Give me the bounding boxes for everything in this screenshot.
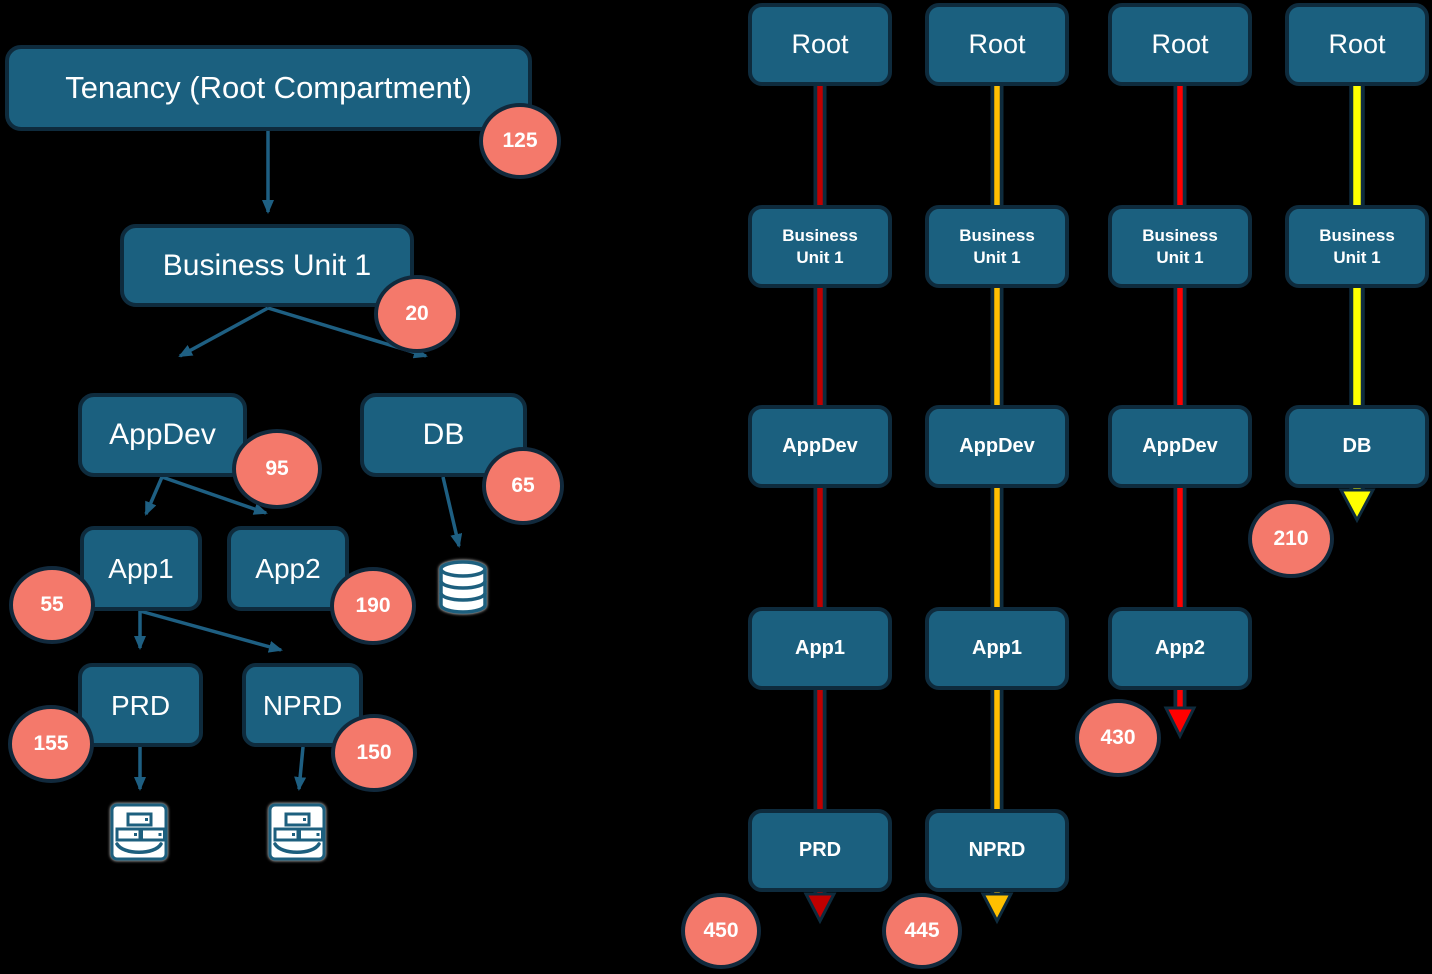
count-badge: 190	[330, 567, 416, 645]
column-node-app1: App1	[925, 607, 1069, 690]
column-lines	[803, 60, 1376, 925]
count-badge: 55	[9, 566, 95, 644]
node-tenancy-root-compartment: Tenancy (Root Compartment)	[5, 45, 532, 131]
column-node-root: Root	[748, 3, 892, 86]
column-node-db: DB	[1285, 405, 1429, 488]
column-node-app1: App1	[748, 607, 892, 690]
edge-appdev-app1	[144, 476, 164, 516]
node-app2: App2	[227, 526, 349, 611]
count-badge: 450	[681, 893, 761, 969]
column-node-appdev: AppDev	[748, 405, 892, 488]
column-arrowhead	[1338, 488, 1376, 524]
column-node-business-unit-1: Business Unit 1	[748, 205, 892, 288]
count-badge: 95	[232, 429, 322, 509]
column-node-nprd: NPRD	[925, 809, 1069, 892]
column-node-root: Root	[925, 3, 1069, 86]
column-arrowhead	[980, 892, 1014, 925]
workload-icon	[268, 803, 326, 861]
column-node-appdev: AppDev	[1108, 405, 1252, 488]
column-node-root: Root	[1108, 3, 1252, 86]
column-node-business-unit-1: Business Unit 1	[1108, 205, 1252, 288]
count-badge: 65	[482, 447, 564, 525]
edge-app1-nprd	[139, 609, 283, 653]
count-badge: 155	[8, 705, 94, 783]
column-node-app2: App2	[1108, 607, 1252, 690]
node-app1: App1	[80, 526, 202, 611]
database-icon	[439, 560, 487, 614]
edge-bu1-appdev	[178, 306, 269, 358]
edge-appdev-app2	[161, 475, 268, 515]
count-badge: 210	[1248, 500, 1334, 578]
count-badge: 125	[479, 103, 561, 179]
column-node-business-unit-1: Business Unit 1	[925, 205, 1069, 288]
edge-nprd-workload	[294, 746, 307, 791]
workload-icon	[110, 803, 168, 861]
column-node-business-unit-1: Business Unit 1	[1285, 205, 1429, 288]
node-business-unit-1: Business Unit 1	[120, 224, 414, 307]
node-appdev: AppDev	[78, 393, 247, 477]
column-arrowhead	[803, 892, 837, 925]
count-badge: 445	[882, 893, 962, 969]
node-prd: PRD	[78, 663, 203, 747]
count-badge: 430	[1075, 699, 1161, 777]
column-arrowhead	[1163, 706, 1197, 740]
tree-edges	[134, 131, 463, 791]
column-node-root: Root	[1285, 3, 1429, 86]
count-badge: 150	[331, 714, 417, 792]
count-badge: 20	[374, 275, 460, 353]
edge-db-database	[441, 476, 463, 548]
column-node-prd: PRD	[748, 809, 892, 892]
column-node-appdev: AppDev	[925, 405, 1069, 488]
